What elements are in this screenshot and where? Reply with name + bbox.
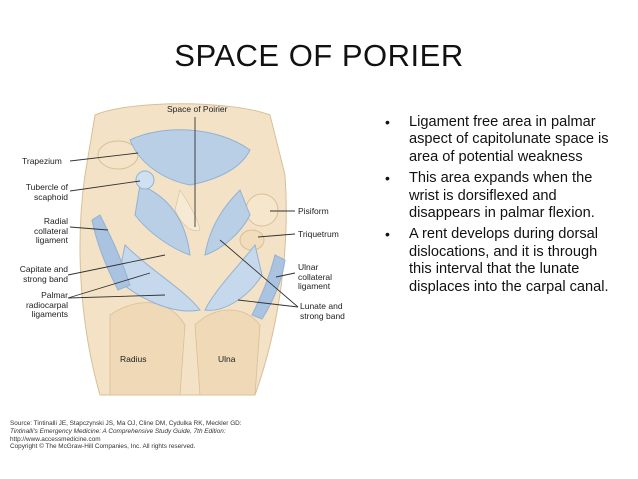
label-triquetrum: Triquetrum (298, 229, 339, 239)
source-line: Source: Tintinalli JE, Stapczynski JS, M… (10, 420, 242, 427)
label-ulnar-collateral-ligament: Ulnar collateral ligament (298, 262, 333, 291)
figure-source-citation: Source: Tintinalli JE, Stapczynski JS, M… (10, 420, 340, 451)
label-capitate-and-strong-band: Capitate and strong band (19, 264, 68, 284)
label-trapezium: Trapezium (22, 156, 62, 166)
bullet-item: •A rent develops during dorsal dislocati… (385, 226, 609, 295)
slide-title: SPACE OF PORIER (174, 38, 464, 73)
wrist-ligament-illustration: Space of Poirier Trapezium Tubercle of s… (0, 95, 360, 425)
bullet-dot: • (385, 114, 390, 130)
label-ulna: Ulna (218, 354, 236, 364)
label-pisiform: Pisiform (298, 206, 329, 216)
wrist-anatomy-drawing (67, 103, 299, 396)
bullet-dot: • (385, 170, 390, 187)
label-palmar-radiocarpal-ligaments: Palmar radiocarpal ligaments (25, 290, 68, 319)
label-lunate-and-strong-band: Lunate and strong band (300, 301, 345, 321)
bullet-dot: • (385, 226, 390, 243)
label-space-of-poirier: Space of Poirier (167, 104, 228, 114)
label-radial-collateral-ligament: Radial collateral ligament (33, 216, 68, 245)
copyright-line: Copyright © The McGraw-Hill Companies, I… (10, 443, 196, 451)
bullet-list: •Ligament free area in palmar aspect of … (382, 114, 622, 300)
label-radius: Radius (120, 354, 147, 364)
source-line: Tintinalli's Emergency Medicine: A Compr… (10, 427, 226, 435)
bullet-item: •This area expands when the wrist is dor… (385, 170, 595, 222)
bullet-item: •Ligament free area in palmar aspect of … (385, 114, 609, 165)
source-url: http://www.accessmedicine.com (10, 435, 101, 443)
label-tubercle-of-scaphoid: Tubercle of scaphoid (25, 182, 68, 202)
